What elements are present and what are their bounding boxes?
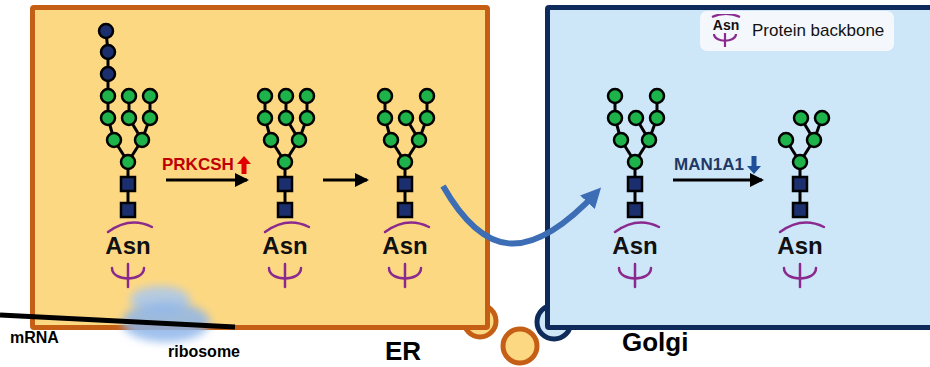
protein-backbone [799,264,802,287]
glycan-node: Asn [762,20,838,288]
enzyme-label: PRKCSH [162,155,251,175]
mannose-circle [264,133,278,147]
mannose-circle [279,111,293,125]
glcnac-square [398,203,412,217]
mannose-circle [292,133,306,147]
mannose-circle [628,155,642,169]
mannose-circle [794,111,808,125]
mannose-circle [107,133,121,147]
protein-backbone [385,223,429,232]
protein-backbone [615,223,659,232]
glcnac-square [628,177,642,191]
residue-label: Asn [90,232,166,260]
mannose-circle [384,133,398,147]
mannose-circle [300,111,314,125]
regulation-arrow [747,156,761,174]
mannose-circle [420,89,434,103]
mannose-circle [398,155,412,169]
mannose-circle [122,89,136,103]
protein-backbone [284,264,287,287]
mannose-circle [420,111,434,125]
protein-backbone [780,223,824,232]
mannose-circle [378,111,392,125]
mannose-circle [614,133,628,147]
legend-text: Protein backbone [752,21,884,41]
protein-backbone [712,14,740,17]
glycan-node: Asn [90,20,166,288]
mannose-circle [143,111,157,125]
mannose-circle [143,89,157,103]
residue-label: Asn [597,232,673,260]
enzyme-name: MAN1A1 [674,155,744,175]
glcnac-square [628,203,642,217]
protein-backbone [127,264,130,287]
protein-backbone [634,264,637,287]
mannose-circle [279,89,293,103]
process-arrow [166,179,247,182]
glycan-node: Asn [247,20,323,288]
mannose-circle [258,111,272,125]
mannose-circle [101,111,115,125]
compartment-label: Golgi [622,328,688,356]
process-arrow [673,179,762,182]
glcnac-square [121,177,135,191]
mannose-circle [412,133,426,147]
glcnac-square [398,177,412,191]
compartment-label: ER [385,337,421,365]
er-compartment: ERAsnAsnAsn [30,5,490,330]
enzyme-label: MAN1A1 [674,155,761,175]
residue-label: Asn [762,232,838,260]
glucose-circle [101,67,115,81]
mannose-circle [101,89,115,103]
glycan-node: Asn [367,20,443,288]
mannose-circle [121,155,135,169]
annotation-label: ribosome [168,342,240,361]
mannose-circle [815,111,829,125]
upregulated-arrow [237,156,251,174]
mannose-circle [608,89,622,103]
mannose-circle [793,155,807,169]
glucose-circle [99,24,113,38]
annotation-label: mRNA [10,328,59,347]
mannose-circle [258,89,272,103]
mannose-circle [650,111,664,125]
glcnac-square [278,177,292,191]
mrna-strand [0,315,235,327]
protein-backbone [724,33,726,47]
legend-sample: Asn [706,14,746,48]
glucose-circle [101,45,115,59]
legend-box: Asn Protein backbone [700,11,894,51]
mannose-circle [642,133,656,147]
mannose-circle [300,89,314,103]
mannose-circle [278,155,292,169]
glycan-node: Asn [597,20,673,288]
residue-label: Asn [367,232,443,260]
mannose-circle [807,133,821,147]
mannose-circle [399,111,413,125]
residue-label: Asn [247,232,323,260]
protein-backbone [265,223,309,232]
glcnac-square [121,203,135,217]
glcnac-square [793,177,807,191]
protein-backbone [108,223,152,232]
mannose-circle [608,111,622,125]
mannose-circle [135,133,149,147]
mannose-circle [629,111,643,125]
mannose-circle [650,89,664,103]
mannose-circle [378,89,392,103]
mannose-circle [779,133,793,147]
mannose-circle [122,111,136,125]
regulation-arrow [237,156,251,174]
transport-vesicle [503,329,537,363]
glcnac-square [793,203,807,217]
protein-backbone [404,264,407,287]
enzyme-name: PRKCSH [162,155,234,175]
residue-label: Asn [706,17,746,33]
process-arrow [323,179,367,182]
glcnac-square [278,203,292,217]
downregulated-arrow [747,156,761,174]
